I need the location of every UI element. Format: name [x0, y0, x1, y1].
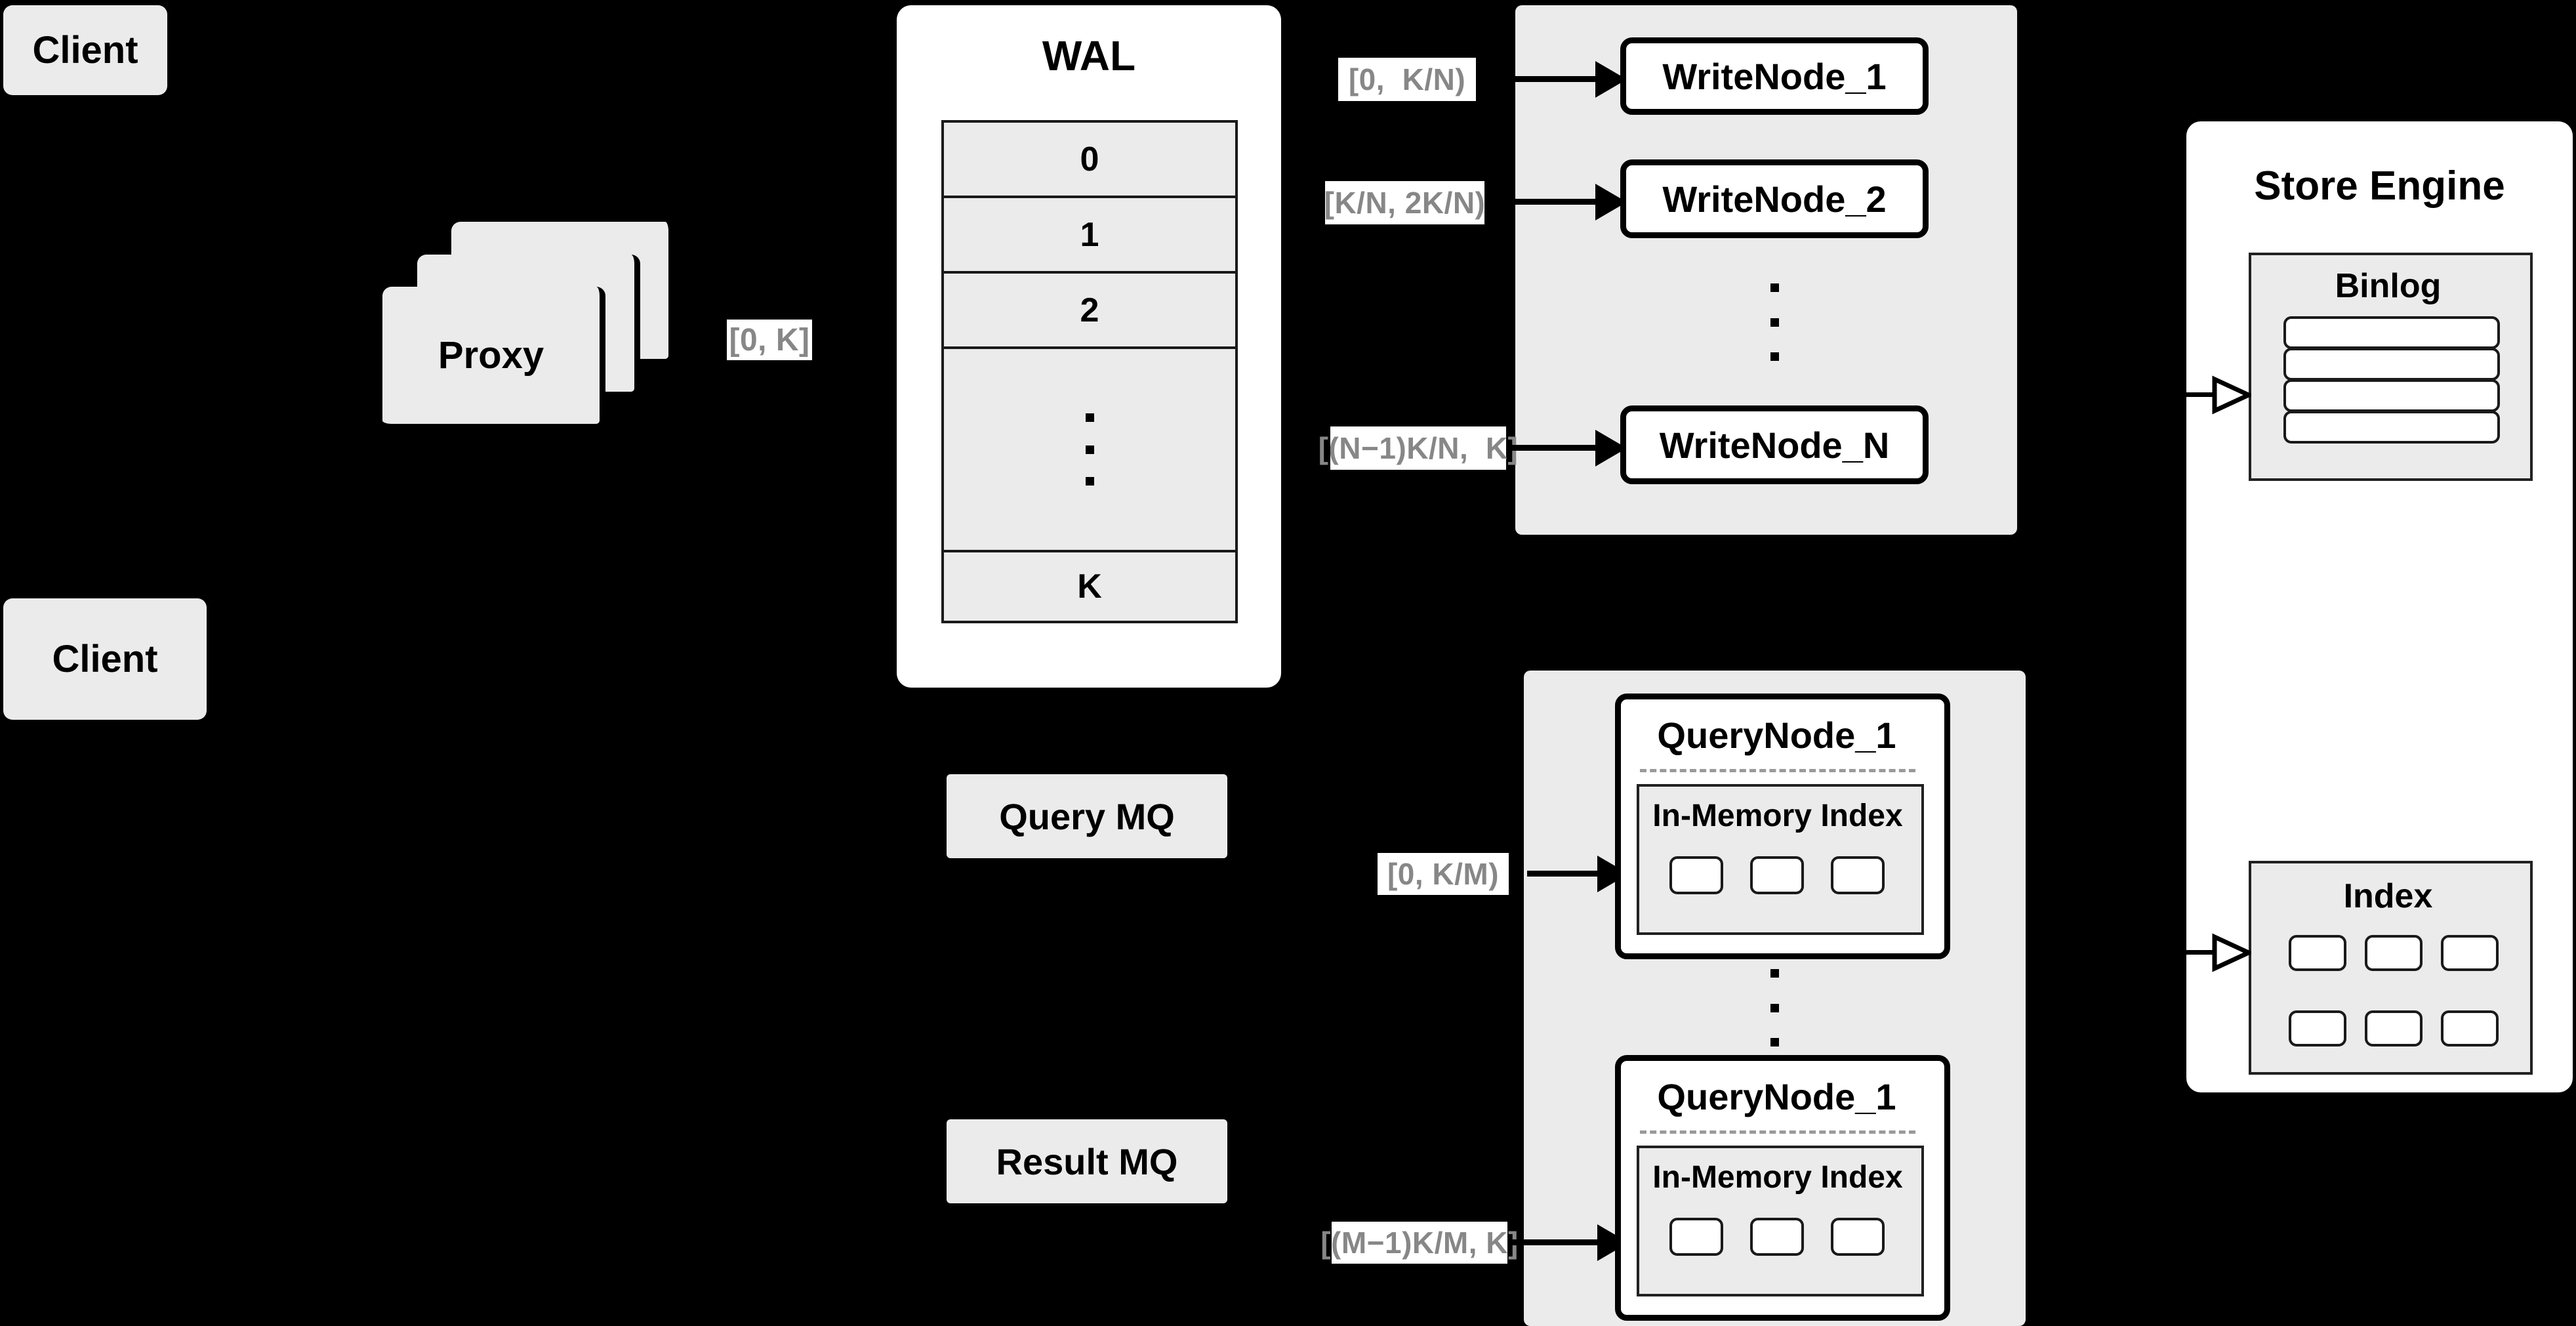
- binlog-row: [2283, 348, 2500, 381]
- query-node-m-divider: [1640, 1130, 1915, 1134]
- write-node-n-range-label: [(N−1)K/N, K]: [1319, 426, 1518, 470]
- store-index-slot: [2289, 935, 2346, 971]
- binlog-row: [2283, 379, 2500, 412]
- store-index-arrow-head-icon: [2212, 933, 2251, 972]
- binlog-row: [2283, 316, 2500, 349]
- write-node-2-label: WriteNode_2: [1662, 178, 1887, 220]
- wal-row-ellipsis: [944, 349, 1235, 552]
- proxy-box[interactable]: Proxy: [382, 287, 605, 430]
- query-node-1-index-slot: [1750, 856, 1804, 894]
- client-box-2-label: Client: [52, 638, 158, 680]
- query-node-1-memory-index-title: In-Memory Index: [1652, 798, 1903, 833]
- write-node-n-arrow-line: [1507, 445, 1614, 451]
- query-mq-box[interactable]: Query MQ: [947, 774, 1227, 858]
- store-index-slot: [2289, 1010, 2346, 1046]
- result-mq-box[interactable]: Result MQ: [947, 1119, 1227, 1203]
- result-mq-label: Result MQ: [996, 1140, 1178, 1182]
- write-node-2[interactable]: WriteNode_2: [1620, 159, 1929, 238]
- write-node-1[interactable]: WriteNode_1: [1620, 37, 1929, 115]
- proxy-range-label: [0, K]: [727, 320, 812, 360]
- write-node-2-arrow-line: [1486, 199, 1614, 205]
- proxy-label: Proxy: [438, 334, 544, 377]
- wal-title: WAL: [1042, 32, 1136, 79]
- client-box-1[interactable]: Client: [3, 5, 167, 95]
- store-index-slot: [2441, 1010, 2499, 1046]
- wal-row: 0: [944, 123, 1235, 198]
- query-node-1-range-label: [0, K/M): [1378, 853, 1509, 895]
- query-node-1-arrow-line: [1527, 871, 1616, 877]
- write-node-n-label: WriteNode_N: [1659, 424, 1890, 466]
- binlog-arrow-line: [2184, 392, 2215, 397]
- store-index-slot: [2441, 935, 2499, 971]
- store-index-title: Index: [2343, 877, 2433, 915]
- query-mq-label: Query MQ: [999, 795, 1175, 837]
- query-node-1-index-slot: [1831, 856, 1885, 894]
- write-node-n[interactable]: WriteNode_N: [1620, 405, 1929, 484]
- store-index-slot: [2365, 1010, 2423, 1046]
- query-node-1-index-slot: [1669, 856, 1723, 894]
- binlog-arrow-head-icon: [2212, 375, 2251, 415]
- query-node-m-index-slot: [1750, 1218, 1804, 1256]
- wal-row: K: [1077, 568, 1102, 606]
- query-node-1-divider: [1640, 769, 1915, 772]
- store-index-arrow-line: [2184, 950, 2215, 955]
- query-node-m-label: QueryNode_1: [1657, 1075, 1896, 1117]
- query-cluster-ellipsis-dots: [1770, 969, 1779, 1046]
- binlog-row: [2283, 411, 2500, 444]
- store-engine-title: Store Engine: [2254, 163, 2505, 209]
- write-node-1-label: WriteNode_1: [1662, 55, 1887, 97]
- wal-row: 2: [944, 274, 1235, 349]
- query-node-m-arrow-line: [1507, 1239, 1616, 1245]
- client-box-1-label: Client: [32, 29, 138, 72]
- binlog-title: Binlog: [2335, 267, 2442, 305]
- query-node-m-index-slot: [1831, 1218, 1885, 1256]
- write-node-2-range-label: [K/N, 2K/N): [1324, 181, 1485, 224]
- query-node-m-memory-index-title: In-Memory Index: [1652, 1159, 1903, 1195]
- client-box-2[interactable]: Client: [3, 598, 207, 720]
- write-cluster-ellipsis-dots: [1770, 283, 1779, 361]
- wal-ellipsis-dots: [1086, 413, 1094, 486]
- query-node-m-index-slot: [1669, 1218, 1723, 1256]
- query-node-m-range-label: [(M−1)K/M, K]: [1320, 1222, 1518, 1264]
- write-node-1-range-label: [0, K/N): [1338, 58, 1476, 101]
- query-node-1-label: QueryNode_1: [1657, 714, 1896, 756]
- wal-row: 1: [944, 198, 1235, 274]
- wal-row-list: 0 1 2 K: [941, 120, 1238, 623]
- store-index-slot: [2365, 935, 2423, 971]
- write-node-1-arrow-line: [1479, 76, 1614, 82]
